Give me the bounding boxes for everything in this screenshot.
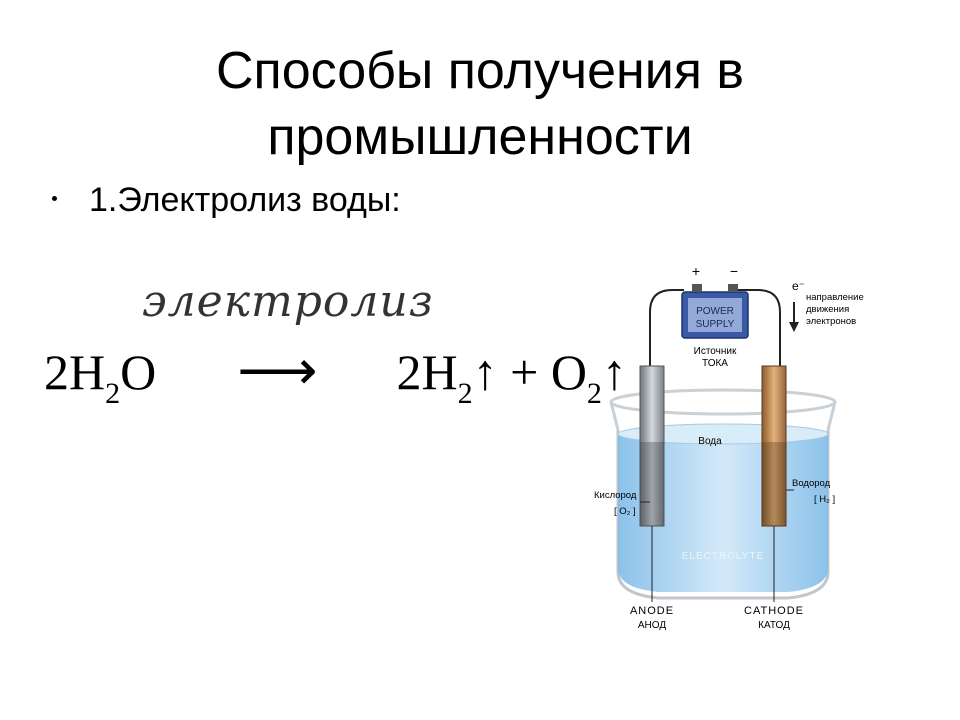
gas-arrow-up-icon: ↑ [601,344,627,400]
anode-label-en: ANODE [630,605,674,617]
water-label: Вода [698,436,722,447]
bullet-text: 1.Электролиз воды: [89,181,401,219]
arrowhead-icon [789,322,799,332]
source-label-2: ТОКА [702,358,728,369]
gas-arrow-up-icon: ↑ [472,344,498,400]
power-label-1: POWER [696,306,734,317]
product-hydrogen: 2H2↑ [396,344,498,410]
electron-label: e⁻ [792,279,805,293]
oxygen-label-1: Кислород [594,490,637,501]
product-oxygen: O2↑ [550,344,627,410]
bullet-dot-icon [52,195,57,201]
reactant-formula: 2H2O [44,344,157,410]
page-title: Способы получения в промышленности [0,38,960,170]
electrolyte-label: ELECTROLYTE [682,551,765,562]
title-line-1: Способы получения в [215,42,745,100]
reaction-condition-label: электролиз [142,276,434,327]
cathode-label-en: CATHODE [744,605,804,617]
oxygen-label-2: [ O₂ ] [614,506,636,517]
plus-terminal-label: + [692,263,700,279]
plus-sign: + [510,344,539,400]
cathode-electrode [761,365,787,527]
reaction-equation: 2H2O ⟶ 2H2↑ + O2↑ [44,338,627,410]
bullet-item: 1.Электролиз воды: [52,178,401,222]
cathode-wire [738,289,781,372]
anode-wire [649,289,684,372]
cathode-label-ru: КАТОД [758,620,790,631]
direction-label-1: направление [806,292,864,303]
title-line-2: промышленности [267,108,693,166]
direction-label-3: электронов [806,316,856,327]
power-label-2: SUPPLY [696,319,735,330]
power-supply: POWER SUPPLY [681,284,749,339]
direction-label-2: движения [806,304,849,315]
minus-terminal-label: − [730,263,738,279]
source-label-1: Источник [694,346,737,357]
electrolysis-diagram: POWER SUPPLY + − Источник ТОКА e⁻ направ… [594,263,864,631]
reaction-arrow-icon: ⟶ [237,340,318,402]
hydrogen-label-2: [ H₂ ] [814,494,835,505]
anode-label-ru: АНОД [638,620,666,631]
hydrogen-label-1: Водород [792,478,831,489]
